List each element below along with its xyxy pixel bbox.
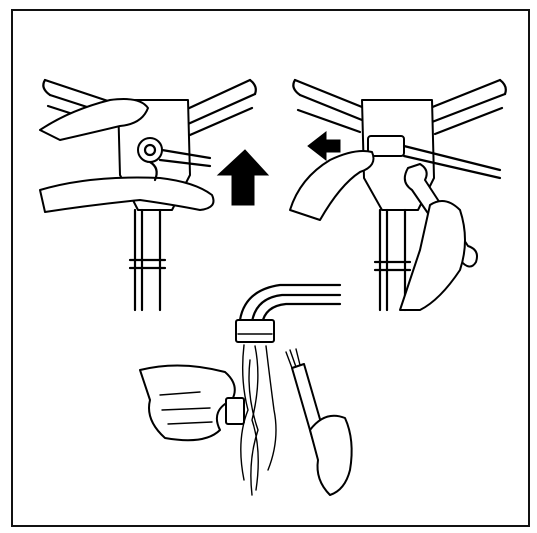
left-hand-bottom (40, 178, 214, 213)
left-panel (40, 80, 268, 310)
left-fitting (138, 138, 162, 162)
arrow-left-icon (308, 132, 340, 160)
right-valve-stem (380, 210, 405, 310)
bottom-panel (140, 285, 352, 495)
right-hand-right (400, 201, 465, 310)
right-pipe-left (293, 80, 362, 132)
faucet-spout (240, 285, 340, 324)
aerator-piece (226, 398, 244, 424)
water-stream (241, 345, 276, 495)
bottom-hand-left (140, 365, 235, 440)
right-hand-left (290, 151, 374, 220)
faucet-aerator (236, 320, 274, 342)
arrow-up-icon (218, 150, 268, 205)
right-pipe-right (430, 80, 506, 134)
right-panel (290, 80, 506, 310)
left-pipe-right (185, 80, 256, 135)
bottom-hand-right (310, 416, 352, 495)
